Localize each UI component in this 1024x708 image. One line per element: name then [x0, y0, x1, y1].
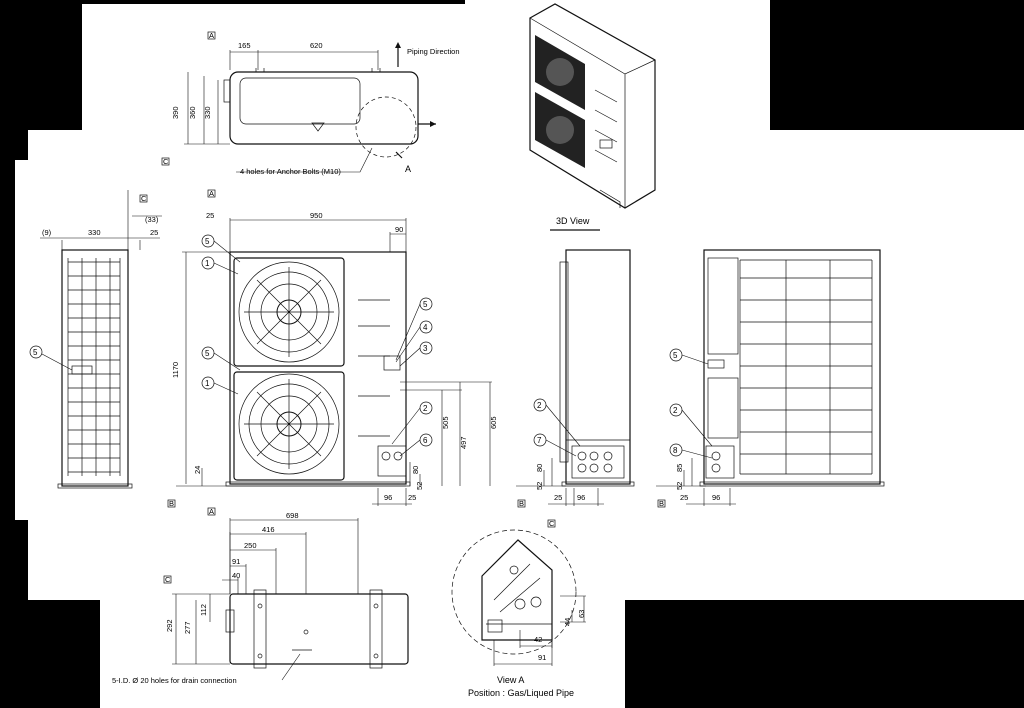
left-side-view: 5 (9) 330 25 (33) C — [29, 190, 162, 489]
svg-text:112: 112 — [199, 604, 208, 616]
svg-text:91: 91 — [232, 557, 240, 566]
svg-text:25: 25 — [680, 493, 688, 502]
svg-text:A: A — [209, 31, 214, 40]
dim-390: 390 — [171, 106, 180, 119]
arrow-up-icon — [395, 42, 401, 48]
svg-text:A: A — [209, 189, 214, 198]
svg-text:698: 698 — [286, 511, 299, 520]
bottom-view: 698 416 250 91 40 292 277 112 A C 5-I.D.… — [112, 507, 409, 685]
dim-330: 330 — [203, 106, 212, 119]
svg-text:(33): (33) — [145, 215, 159, 224]
svg-text:40: 40 — [232, 571, 240, 580]
3d-view-label: 3D View — [556, 216, 590, 226]
svg-text:1170: 1170 — [171, 362, 180, 378]
svg-text:2: 2 — [423, 404, 428, 413]
svg-text:85: 85 — [675, 464, 684, 472]
svg-text:C: C — [141, 194, 147, 203]
fan-grille-top — [238, 261, 340, 363]
svg-text:3: 3 — [423, 344, 428, 353]
svg-text:80: 80 — [411, 466, 420, 474]
svg-text:25: 25 — [150, 228, 158, 237]
svg-text:(9): (9) — [42, 228, 52, 237]
svg-text:5: 5 — [423, 300, 428, 309]
svg-text:292: 292 — [165, 619, 174, 632]
rear-grid — [739, 259, 873, 475]
svg-text:505: 505 — [441, 416, 450, 429]
detail-view-a: 63 44 42 91 View A Position : Gas/Liqued… — [451, 529, 586, 698]
fan-grille-bottom — [238, 373, 340, 475]
front-callouts: 5 1 5 1 5 4 3 2 6 — [201, 234, 433, 457]
svg-text:950: 950 — [310, 211, 323, 220]
svg-text:5: 5 — [673, 351, 678, 360]
svg-text:25: 25 — [206, 211, 214, 220]
svg-text:C: C — [549, 519, 555, 528]
drain-holes-note: 5-I.D. Ø 20 holes for drain connection — [112, 676, 237, 685]
svg-text:42: 42 — [534, 635, 542, 644]
svg-text:605: 605 — [489, 416, 498, 429]
svg-text:1: 1 — [205, 379, 210, 388]
svg-text:24: 24 — [193, 466, 202, 474]
svg-text:25: 25 — [554, 493, 562, 502]
svg-text:2: 2 — [537, 401, 542, 410]
dim-360: 360 — [188, 106, 197, 119]
svg-text:C: C — [163, 157, 169, 166]
svg-text:5: 5 — [205, 237, 210, 246]
svg-text:497: 497 — [459, 436, 468, 449]
svg-text:6: 6 — [423, 436, 428, 445]
svg-text:91: 91 — [538, 653, 546, 662]
svg-text:5: 5 — [33, 348, 38, 357]
3d-view: 3D View — [529, 3, 656, 231]
svg-text:7: 7 — [537, 436, 542, 445]
view-a-label: View A — [497, 675, 524, 685]
dim-620: 620 — [310, 41, 323, 50]
right-side-view: 2 7 80 52 25 96 B C — [516, 249, 635, 528]
paper-background — [15, 0, 1024, 708]
svg-text:A: A — [209, 507, 214, 516]
dim-165: 165 — [238, 41, 251, 50]
svg-text:96: 96 — [577, 493, 585, 502]
svg-text:63: 63 — [577, 610, 586, 618]
rear-view: 5 2 8 85 52 25 96 B — [656, 249, 885, 508]
svg-text:8: 8 — [673, 446, 678, 455]
anchor-bolts-note: 4 holes for Anchor Bolts (M10) — [240, 167, 341, 176]
svg-text:80: 80 — [535, 464, 544, 472]
svg-text:5: 5 — [205, 349, 210, 358]
svg-text:2: 2 — [673, 406, 678, 415]
svg-text:52: 52 — [675, 482, 684, 490]
svg-text:1: 1 — [205, 259, 210, 268]
svg-text:96: 96 — [384, 493, 392, 502]
svg-text:25: 25 — [408, 493, 416, 502]
svg-text:330: 330 — [88, 228, 101, 237]
svg-text:44: 44 — [563, 618, 572, 626]
svg-text:96: 96 — [712, 493, 720, 502]
svg-text:B: B — [659, 499, 664, 508]
svg-text:4: 4 — [423, 323, 428, 332]
top-view: Piping Direction 165 620 390 360 330 A C… — [161, 31, 460, 176]
svg-text:52: 52 — [535, 482, 544, 490]
piping-direction-label: Piping Direction — [407, 47, 460, 56]
grille-pattern — [67, 258, 121, 476]
view-a-marker: A — [405, 164, 411, 174]
svg-text:250: 250 — [244, 541, 257, 550]
svg-text:277: 277 — [183, 621, 192, 634]
svg-text:52: 52 — [415, 482, 424, 490]
svg-text:B: B — [519, 499, 524, 508]
view-a-position: Position : Gas/Liqued Pipe — [468, 688, 574, 698]
arrow-down-icon — [311, 122, 325, 132]
svg-text:416: 416 — [262, 525, 275, 534]
svg-text:C: C — [165, 575, 171, 584]
svg-text:B: B — [169, 499, 174, 508]
svg-text:90: 90 — [395, 225, 403, 234]
front-view: 5 1 5 1 5 4 3 2 6 25 950 90 1170 24 505 … — [167, 189, 498, 508]
